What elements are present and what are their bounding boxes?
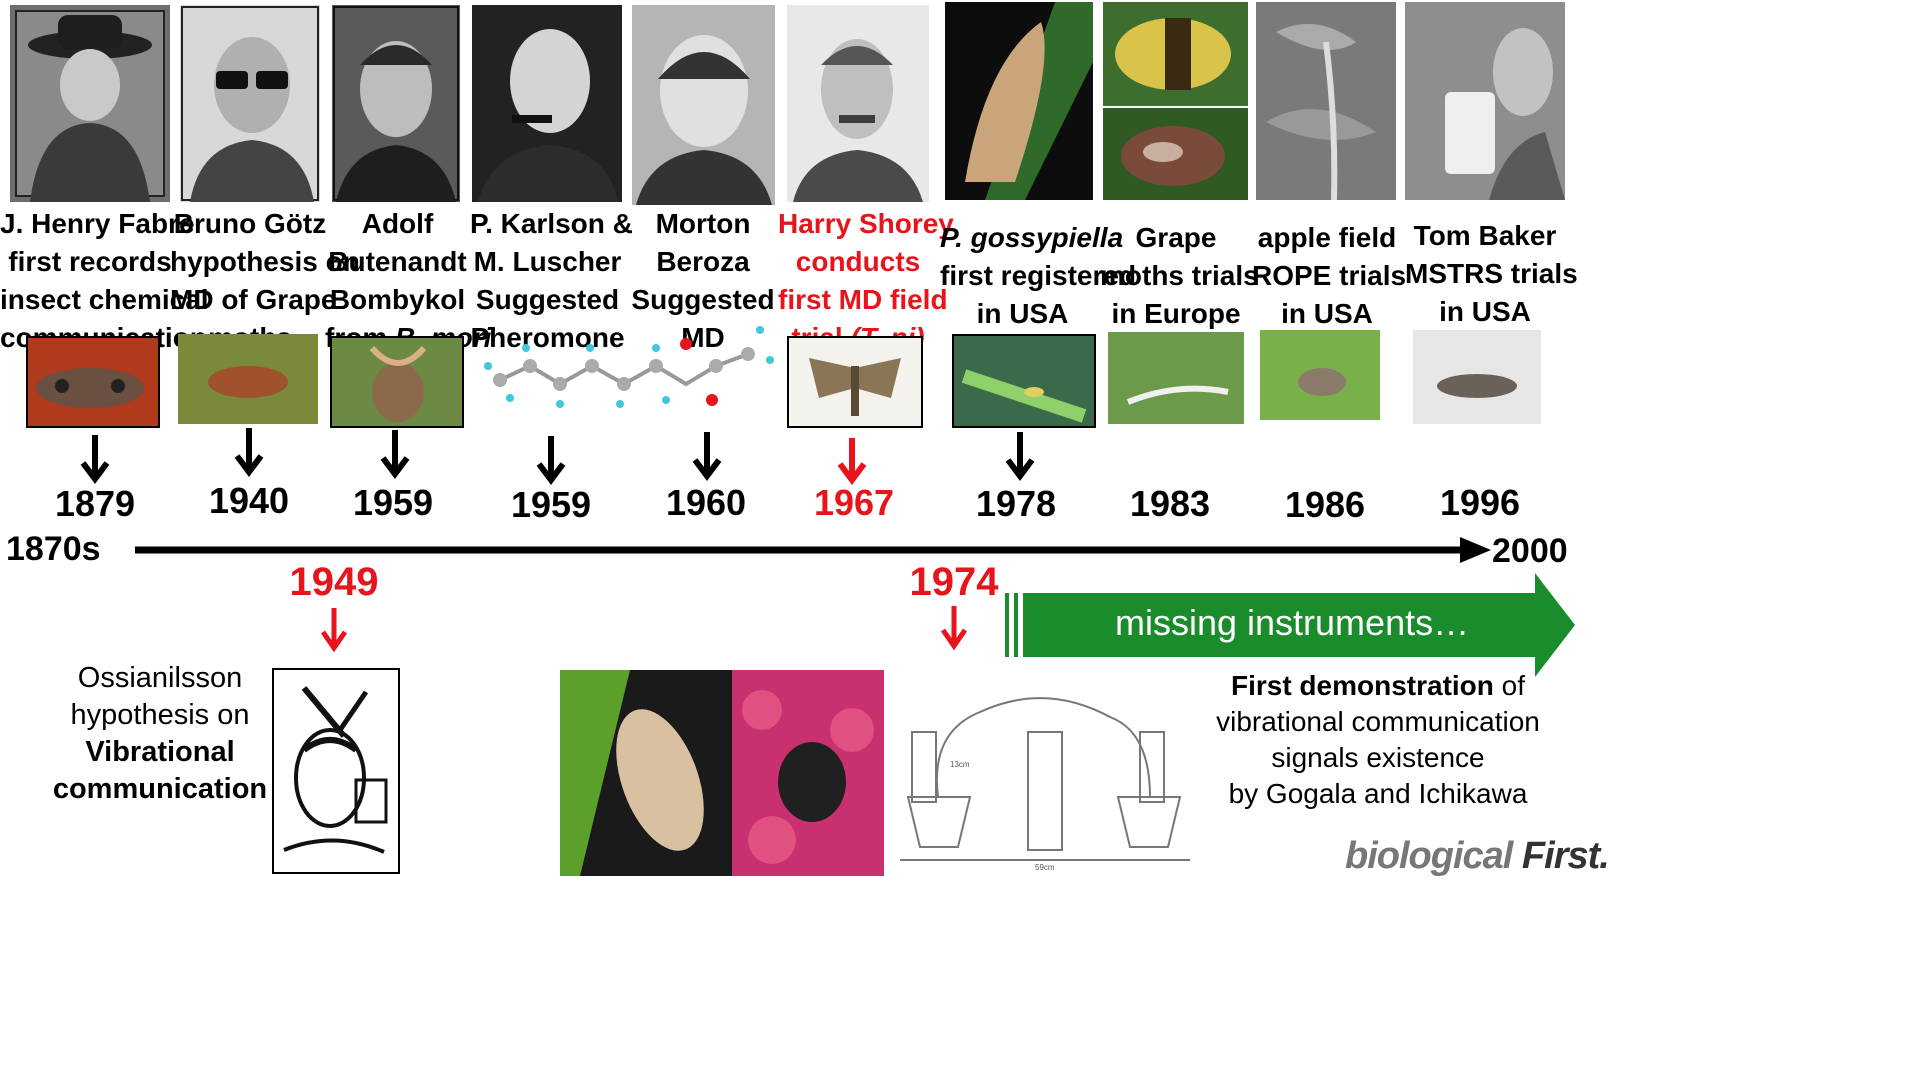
photo-baker — [1405, 2, 1565, 200]
photo-shorey — [787, 5, 929, 202]
svg-text:59cm: 59cm — [1035, 863, 1055, 872]
thumb-codling-moth — [1260, 330, 1380, 420]
svg-text:13cm: 13cm — [950, 760, 970, 769]
year-1949: 1949 — [254, 560, 414, 605]
year-1996: 1996 — [1400, 482, 1560, 524]
year-1967: 1967 — [774, 482, 934, 524]
year-1978: 1978 — [936, 483, 1096, 525]
year-1986: 1986 — [1245, 484, 1405, 526]
year-1983: 1983 — [1090, 483, 1250, 525]
thumb-moth-white — [1413, 330, 1541, 424]
banner-text: missing instruments… — [1115, 602, 1469, 644]
photo-gotz — [180, 5, 320, 202]
ossianilsson-text: Ossianilsson hypothesis on Vibrational c… — [40, 660, 280, 808]
year-1959a: 1959 — [313, 482, 473, 524]
plant-experiment-diagram: 13cm 59cm — [900, 672, 1190, 872]
year-1879: 1879 — [15, 483, 175, 525]
timeline-end-label: 2000 — [1492, 532, 1568, 571]
photo-butenandt — [332, 5, 460, 202]
photo-shield-bug — [732, 670, 884, 876]
year-1959b: 1959 — [471, 484, 631, 526]
gogala-text: First demonstration of vibrational commu… — [1198, 668, 1558, 812]
biological-first-logo: biological First. — [1345, 835, 1609, 878]
year-1940: 1940 — [169, 480, 329, 522]
molecule-diagram — [470, 320, 780, 430]
photo-karlson — [472, 5, 622, 202]
photo-beroza — [632, 5, 775, 205]
photo-fabre — [10, 5, 170, 202]
thumb-tni-moth — [787, 336, 923, 428]
thumb-silkworm-moth — [330, 336, 464, 428]
photo-leafhopper — [560, 670, 732, 876]
arrow-down-icon — [80, 435, 110, 487]
photo-grape-moth-top — [1103, 2, 1248, 106]
arrow-down-icon — [380, 430, 410, 482]
thumb-grape-moth — [178, 334, 318, 424]
arrow-down-icon — [837, 438, 867, 488]
arrow-down-icon — [320, 608, 348, 656]
arrow-down-icon — [1005, 432, 1035, 484]
thumb-pink-bollworm — [952, 334, 1096, 428]
arrow-down-icon — [692, 432, 722, 484]
arrow-down-icon — [940, 606, 968, 654]
photo-apple-branch — [1256, 2, 1396, 200]
photo-pgossypiella-moth — [945, 2, 1093, 200]
arrow-down-icon — [234, 428, 264, 480]
thumb-peacock-moth — [26, 336, 160, 428]
photo-grape-moth-bottom — [1103, 108, 1248, 200]
arrow-down-icon — [536, 436, 566, 488]
year-1960: 1960 — [626, 482, 786, 524]
drumming-insect-sketch — [272, 668, 400, 874]
thumb-grape-dispenser — [1108, 332, 1244, 424]
timeline-start-label: 1870s — [6, 530, 101, 569]
